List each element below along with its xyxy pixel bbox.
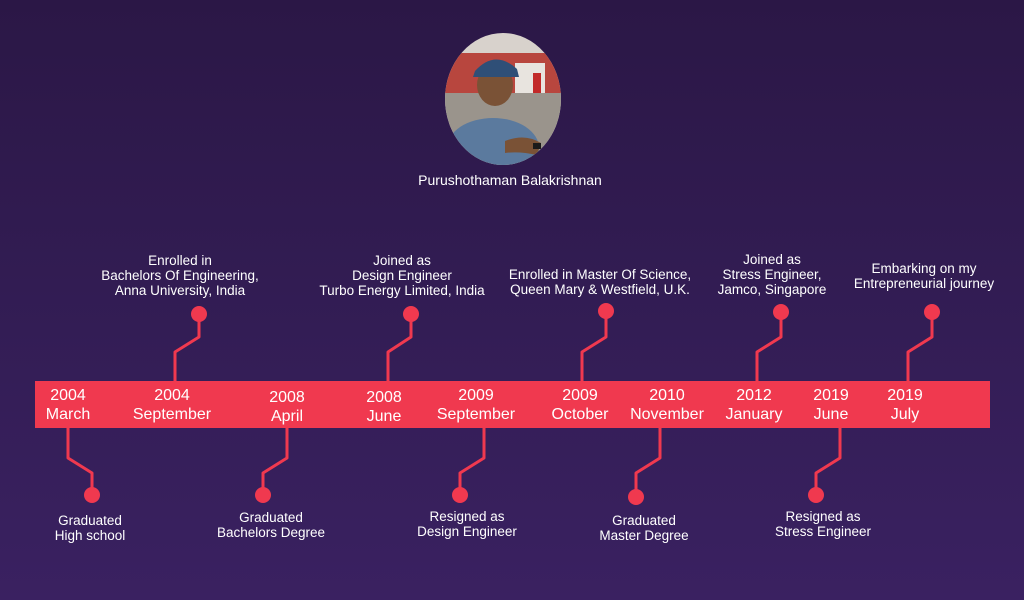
connector-above-1 (173, 314, 201, 381)
event-below-4: Graduated Master Degree (599, 513, 689, 543)
connector-above-2 (386, 314, 413, 381)
event-above-4: Joined as Stress Engineer, Jamco, Singap… (717, 252, 827, 297)
timeline-date-5: 2009 September (421, 386, 531, 424)
date-month: January (725, 406, 783, 423)
event-below-3: Resigned as Design Engineer (417, 509, 517, 539)
connector-below-3 (458, 428, 486, 495)
event-below-2: Graduated Bachelors Degree (216, 510, 326, 540)
date-month: September (436, 406, 516, 423)
date-year: 2008 (269, 389, 305, 406)
event-below-5: Resigned as Stress Engineer (774, 509, 872, 539)
timeline-date-10: 2019 July (850, 386, 960, 424)
date-year: 2012 (736, 387, 772, 404)
connector-below-1 (66, 428, 94, 495)
event-above-3: Enrolled in Master Of Science, Queen Mar… (508, 267, 692, 297)
event-above-2: Joined as Design Engineer Turbo Energy L… (319, 253, 485, 298)
date-year: 2019 (813, 387, 849, 404)
connector-below-2 (261, 428, 289, 495)
date-year: 2009 (562, 387, 598, 404)
timeline-bar (35, 381, 990, 428)
dot-above-5 (924, 304, 940, 320)
date-month: July (890, 406, 920, 423)
dot-above-1 (191, 306, 207, 322)
profile-name: Purushothaman Balakrishnan (418, 172, 602, 188)
date-year: 2004 (50, 387, 86, 404)
timeline-date-1: 2004 March (13, 386, 123, 424)
event-above-1: Enrolled in Bachelors Of Engineering, An… (101, 253, 259, 298)
connector-below-5 (814, 428, 842, 495)
dot-above-3 (598, 303, 614, 319)
timeline-date-4: 2008 June (329, 388, 439, 426)
date-month: September (132, 406, 212, 423)
date-year: 2010 (649, 387, 685, 404)
date-month: October (551, 406, 609, 423)
date-month: November (630, 406, 704, 423)
timeline-date-8: 2012 January (699, 386, 809, 424)
date-month: March (45, 406, 91, 423)
date-month: April (270, 408, 303, 425)
dot-below-1 (84, 487, 100, 503)
dot-below-4 (628, 489, 644, 505)
dot-below-5 (808, 487, 824, 503)
date-month: June (366, 408, 402, 425)
timeline-date-6: 2009 October (525, 386, 635, 424)
date-month: June (813, 406, 849, 423)
dot-above-4 (773, 304, 789, 320)
timeline-date-7: 2010 November (612, 386, 722, 424)
timeline-date-2: 2004 September (117, 386, 227, 424)
date-year: 2008 (366, 389, 402, 406)
connector-above-5 (906, 312, 934, 381)
timeline-date-9: 2019 June (776, 386, 886, 424)
dot-above-2 (403, 306, 419, 322)
date-year: 2004 (154, 387, 190, 404)
connector-below-4 (634, 428, 662, 497)
connector-above-4 (755, 312, 783, 381)
connector-above-3 (580, 311, 608, 381)
event-above-5: Embarking on my Entrepreneurial journey (853, 261, 995, 291)
timeline-date-3: 2008 April (232, 388, 342, 426)
dot-below-3 (452, 487, 468, 503)
dot-below-2 (255, 487, 271, 503)
event-below-1: Graduated High school (54, 513, 126, 543)
date-year: 2009 (458, 387, 494, 404)
date-year: 2019 (887, 387, 923, 404)
